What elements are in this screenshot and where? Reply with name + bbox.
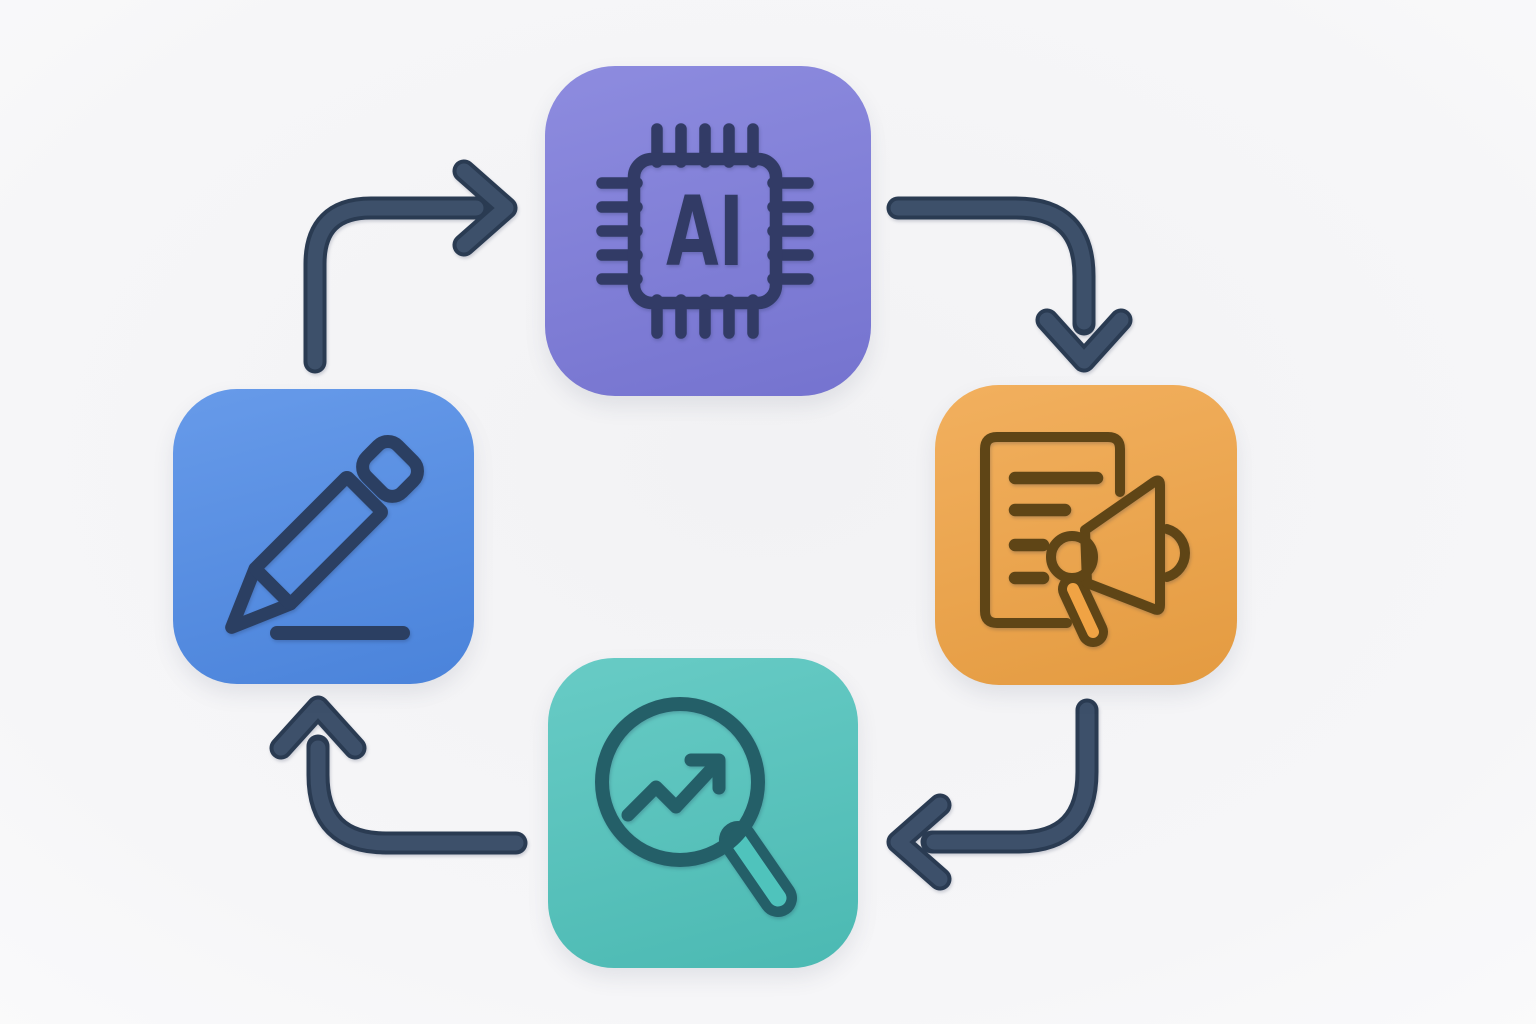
magnifier-lens [595, 697, 765, 867]
magnifier-handle [719, 821, 797, 917]
arrow-left-to-top [303, 159, 518, 374]
ai-chip-icon: AI [596, 123, 814, 339]
megaphone-cone [1080, 475, 1165, 615]
pencil-icon [225, 435, 424, 640]
chip-body [627, 152, 783, 310]
arrow-top-to-right [886, 196, 1133, 373]
document-outline [980, 432, 1125, 628]
pencil-body [249, 471, 388, 610]
megaphone-mouthpiece [1046, 531, 1098, 583]
megaphone [1046, 475, 1190, 647]
magnifier-trend-icon [595, 697, 797, 917]
document-text-lines [1008, 471, 1104, 585]
arrow-bottom-to-left [269, 695, 528, 855]
node-ai-chip: AI [545, 66, 871, 396]
node-content-announcement [935, 385, 1237, 685]
node-edit-pencil [173, 389, 474, 684]
trend-up-arrow [621, 753, 726, 822]
chip-label: AI [666, 176, 744, 288]
document-megaphone-icon [980, 432, 1190, 647]
megaphone-handle [1162, 524, 1190, 582]
chip-pins [596, 123, 814, 339]
pencil-eraser [356, 435, 424, 503]
arrow-right-to-bottom [886, 698, 1099, 891]
node-search-analytics [548, 658, 858, 968]
